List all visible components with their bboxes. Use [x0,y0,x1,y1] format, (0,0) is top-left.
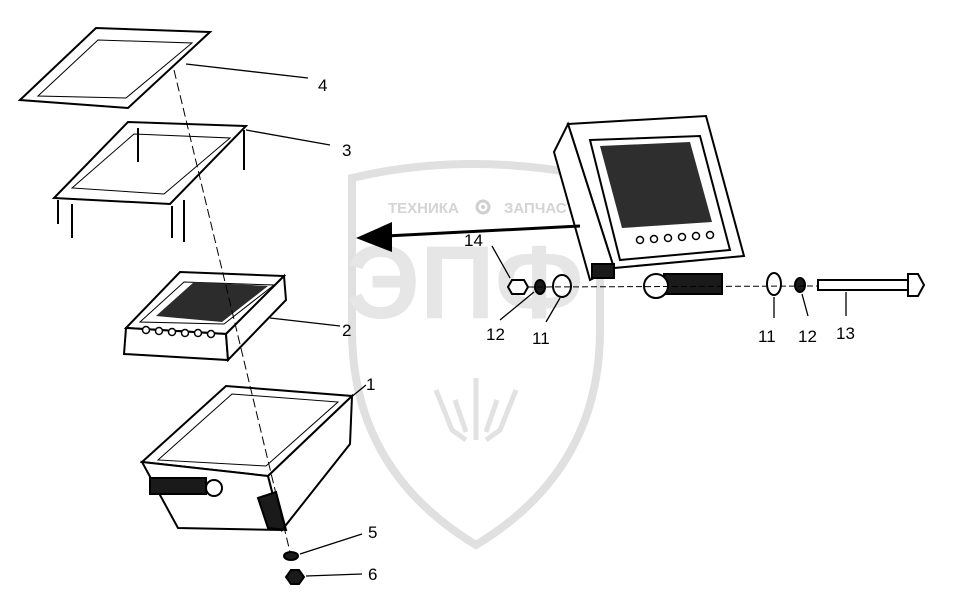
part-4-gasket [17,26,213,110]
part-11-washer-right [766,272,782,296]
wheat-emblem-icon [433,378,519,443]
part-6-nut [284,569,306,585]
assembled-monitor [552,114,746,299]
watermark-right-word: ЗАПЧАСТИ [504,200,586,217]
vertical-assembly-line [173,69,291,553]
part-14-nut [506,279,530,295]
watermark: ТЕХНИКА ЗАПЧАСТИ ЭПФ [346,160,604,550]
callout-12-right: 12 [798,327,817,346]
callout-3: 3 [342,141,351,160]
callout-14: 14 [464,231,483,250]
panel-buttons [141,325,216,339]
watermark-left-word: ТЕХНИКА [388,200,459,217]
callout-11-left: 11 [532,329,550,348]
part-5-washer [283,551,299,561]
part-11-washer-left [552,274,572,298]
leader-lines [185,63,847,577]
callout-12-left: 12 [486,325,505,344]
assembly-axis-line [527,285,819,288]
part-13-bolt [817,273,926,297]
callout-1: 1 [366,375,375,394]
callout-4: 4 [318,76,327,95]
part-3-frame [51,120,249,242]
callout-13: 13 [836,324,855,343]
direction-arrow [356,222,581,252]
part-2-display-panel [122,270,288,363]
monitor-buttons [635,230,715,245]
callout-11-right: 11 [758,327,776,346]
callouts: 4 3 2 1 5 6 14 12 11 11 12 13 [318,76,855,584]
callout-2: 2 [342,321,351,340]
callout-5: 5 [368,523,377,542]
part-12-lock-washer-right [794,277,806,293]
callout-6: 6 [368,565,377,584]
gear-icon [475,199,491,215]
part-1-housing [139,384,355,533]
